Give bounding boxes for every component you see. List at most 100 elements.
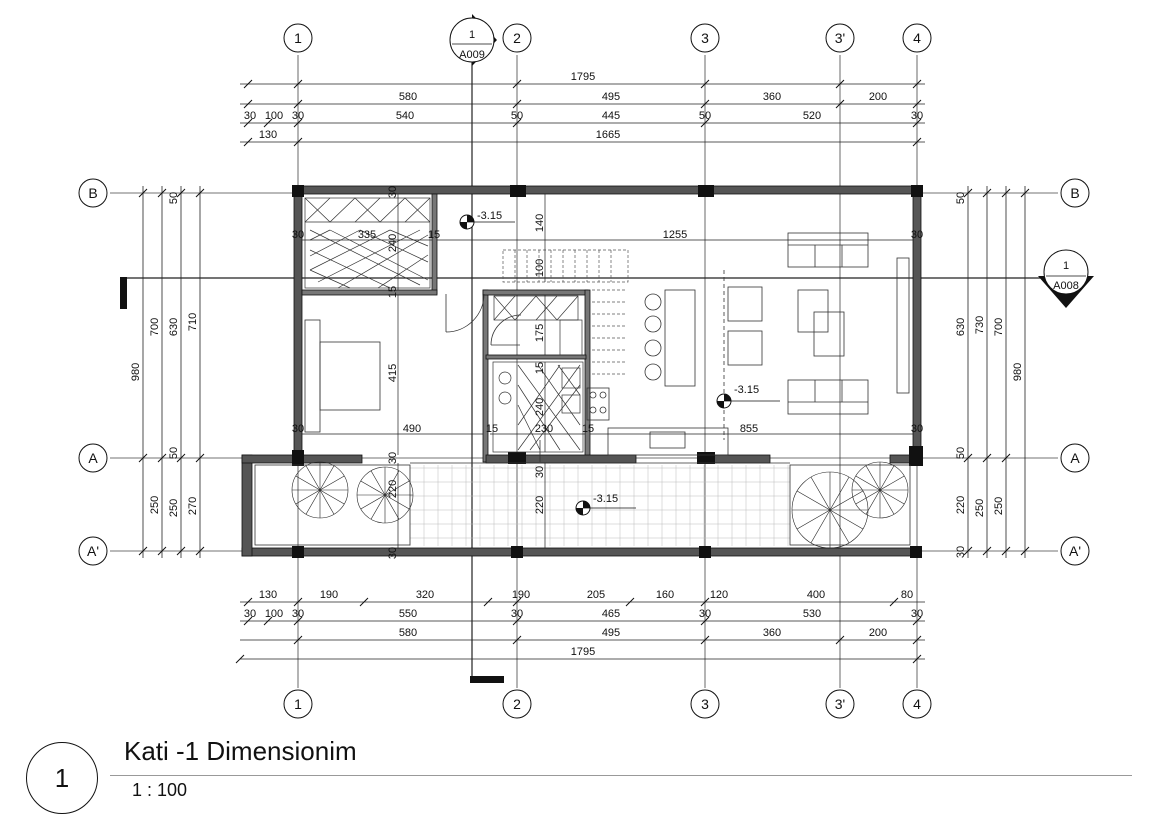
- dim-bottom-detail: 205: [587, 589, 605, 601]
- dim-interior: 175: [534, 324, 546, 342]
- dim-bottom-detail: 190: [320, 589, 338, 601]
- interior-dim-lines: [302, 194, 913, 548]
- grid-label-a: A: [1070, 450, 1080, 466]
- dim-interior: 30: [292, 423, 304, 435]
- door-swings: [445, 293, 541, 462]
- level-marker: -3.15: [575, 493, 636, 516]
- dimension-lines: [142, 83, 1026, 660]
- dim-interior: 855: [740, 423, 758, 435]
- dim-right-lower: 220: [955, 496, 967, 514]
- grid-label-b: B: [88, 185, 97, 201]
- dim-top-detail: 540: [396, 110, 414, 122]
- dim-interior: 15: [486, 423, 498, 435]
- dim-top-detail: 445: [602, 110, 620, 122]
- dim-interior: 1255: [663, 229, 687, 241]
- dim-right-lower: 250: [974, 499, 986, 517]
- grid-label-a: A: [88, 450, 98, 466]
- dim-interior: 240: [387, 234, 399, 252]
- dim-top-inner: 1665: [596, 129, 620, 141]
- dim-bottom-detail: 30: [911, 608, 923, 620]
- dim-top-detail: 50: [699, 110, 711, 122]
- dim-bottom-detail: 190: [512, 589, 530, 601]
- dim-interior: 140: [534, 214, 546, 232]
- dim-left-upper: 50: [168, 192, 180, 204]
- dim-interior: 240: [534, 398, 546, 416]
- dim-top-detail: 50: [511, 110, 523, 122]
- dim-top-detail: 30: [292, 110, 304, 122]
- dim-left-lower: 250: [149, 496, 161, 514]
- terrace-paving: [409, 465, 790, 546]
- dim-interior: 30: [292, 229, 304, 241]
- dim-interior: 15: [582, 423, 594, 435]
- dim-top-detail: 30: [911, 110, 923, 122]
- title-divider: [110, 775, 1132, 776]
- dim-bottom-detail: 120: [710, 589, 728, 601]
- section-end-marker: [120, 277, 127, 309]
- dim-bottom-detail: 160: [656, 589, 674, 601]
- bathroom: [492, 361, 584, 453]
- section-tag-sheet: A008: [1053, 280, 1079, 292]
- dim-interior: 415: [387, 364, 399, 382]
- dim-bottom-detail: 400: [807, 589, 825, 601]
- grid-label-a-prime: A': [87, 543, 99, 559]
- kitchen-island: [644, 289, 696, 387]
- grid-bubbles-right: B A A': [1060, 178, 1090, 566]
- dim-interior: 15: [428, 229, 440, 241]
- level-value: -3.15: [593, 493, 618, 505]
- dim-top-grid: 495: [602, 91, 620, 103]
- dim-bottom-detail: 100: [265, 608, 283, 620]
- section-tag-a009: 1 A009: [449, 14, 497, 66]
- grid-label-a-prime: A': [1069, 543, 1081, 559]
- drawing-number: 1: [26, 742, 98, 814]
- dim-right-lower: 30: [955, 546, 967, 558]
- columns: [292, 185, 923, 558]
- dim-interior: 30: [387, 452, 399, 464]
- dim-bottom-detail: 550: [399, 608, 417, 620]
- grid-label-3p: 3': [835, 30, 845, 46]
- kitchen-counter: [586, 387, 729, 456]
- living-room-furniture: [723, 232, 910, 440]
- dim-interior: 220: [387, 480, 399, 498]
- grid-label-1: 1: [294, 30, 302, 46]
- dim-right-upper: 50: [955, 192, 967, 204]
- drawing-title: Kati -1 Dimensionim: [124, 736, 357, 766]
- grid-label-b: B: [1070, 185, 1079, 201]
- dim-left-upper: 700: [149, 318, 161, 336]
- grid-label-4: 4: [913, 30, 921, 46]
- dim-interior: 15: [534, 362, 546, 374]
- dim-interior: 335: [358, 229, 376, 241]
- level-marker: -3.15: [716, 384, 780, 409]
- dim-top-overall: 1795: [571, 71, 595, 83]
- dim-bottom-grid: 200: [869, 627, 887, 639]
- dim-bottom-detail: 530: [803, 608, 821, 620]
- terrace-plants: [291, 461, 909, 549]
- dim-right-upper: 700: [993, 318, 1005, 336]
- dim-right-overall: 980: [1012, 363, 1024, 381]
- dim-bottom-detail: 30: [292, 608, 304, 620]
- grid-label-2: 2: [513, 30, 521, 46]
- dim-left-upper: 630: [168, 318, 180, 336]
- dim-bottom-detail: 30: [511, 608, 523, 620]
- dim-left-upper: 710: [187, 313, 199, 331]
- dim-bottom-grid: 360: [763, 627, 781, 639]
- grid-label-3p: 3': [835, 696, 845, 712]
- dim-interior: 30: [387, 186, 399, 198]
- dim-bottom-grid: 495: [602, 627, 620, 639]
- dim-bottom-detail: 130: [259, 589, 277, 601]
- dim-bottom-detail: 30: [699, 608, 711, 620]
- dim-interior: 30: [911, 229, 923, 241]
- drawing-scale: 1 : 100: [132, 780, 188, 800]
- bed: [304, 319, 381, 433]
- dim-top-detail: 100: [265, 110, 283, 122]
- dim-top-grid: 200: [869, 91, 887, 103]
- section-tag-number: 1: [469, 29, 475, 41]
- dim-bottom-detail: 30: [244, 608, 256, 620]
- dim-bottom-overall: 1795: [571, 646, 595, 658]
- dim-left-middle: 50: [168, 447, 180, 459]
- dim-left-overall: 980: [130, 363, 142, 381]
- grid-bubbles-top: 1 2 3 3' 4: [283, 23, 932, 53]
- dim-interior: 30: [387, 547, 399, 559]
- dim-interior: 230: [535, 423, 553, 435]
- stairs: [502, 249, 629, 375]
